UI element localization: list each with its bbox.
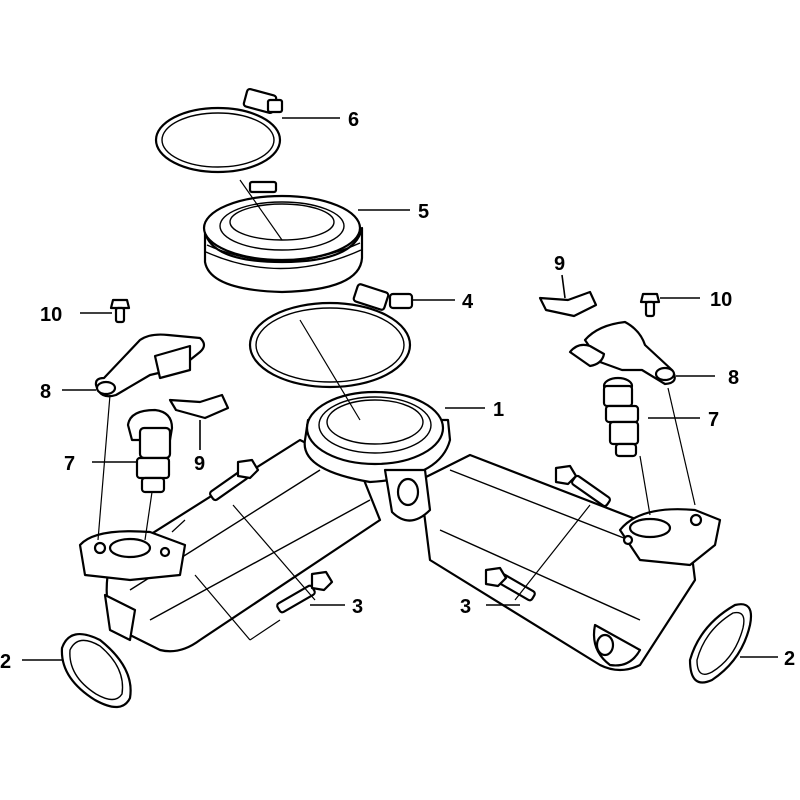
callout-2-left: 2: [0, 651, 11, 673]
callout-6: 6: [348, 109, 359, 131]
gasket-right: [688, 603, 753, 684]
callout-10-left: 10: [40, 304, 62, 326]
intake-manifold: [78, 390, 722, 672]
callout-9-right: 9: [554, 253, 565, 275]
hose-clamp-lower: [248, 283, 414, 389]
callout-labels: 6 5 4 1 2 2 3 3 10 10 8 8 7 7 9 9: [0, 109, 795, 673]
bracket-right: [568, 320, 676, 386]
bracket-left: [94, 333, 206, 398]
bolt-right-lower: [484, 566, 536, 602]
callout-5: 5: [418, 201, 429, 223]
callout-3-left: 3: [352, 596, 363, 618]
injector-right: [602, 376, 640, 458]
bolt-left-upper: [209, 458, 260, 502]
callout-7-left: 7: [64, 453, 75, 475]
callout-7-right: 7: [708, 409, 719, 431]
screw-right: [639, 292, 661, 318]
callout-1: 1: [493, 399, 504, 421]
screw-left: [109, 298, 131, 324]
assembly-lines: [97, 179, 696, 641]
rubber-boot: [202, 180, 364, 294]
callout-4: 4: [462, 291, 474, 313]
callout-8-left: 8: [40, 381, 51, 403]
callout-9-left: 9: [194, 453, 205, 475]
hose-clamp-top: [154, 87, 284, 174]
callout-3-right: 3: [460, 596, 471, 618]
bolt-left-lower: [276, 570, 334, 614]
gasket-left: [60, 632, 132, 709]
bolt-right-upper: [554, 464, 611, 508]
leader-lines: [22, 117, 778, 661]
injector-left: [126, 408, 174, 494]
callout-10-right: 10: [710, 289, 732, 311]
callout-8-right: 8: [728, 367, 739, 389]
clip-left: [168, 393, 230, 420]
clip-right: [538, 290, 598, 318]
callout-2-right: 2: [784, 648, 795, 670]
